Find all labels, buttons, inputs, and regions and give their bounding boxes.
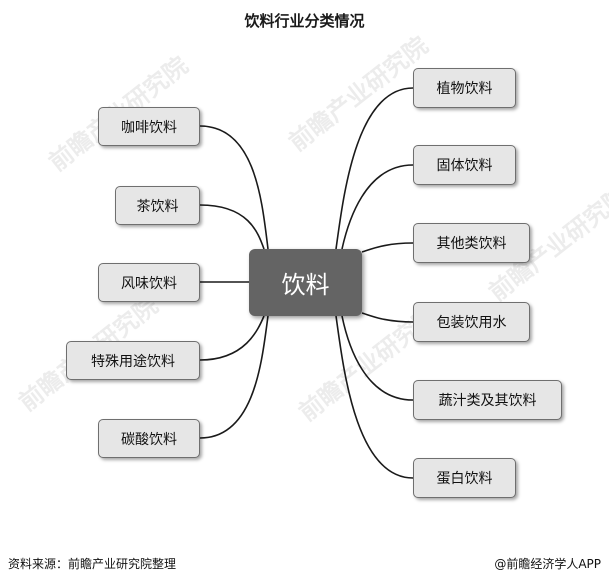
connector-包装饮用水 <box>361 312 414 323</box>
connector-碳酸饮料 <box>199 315 269 439</box>
source-note: 资料来源：前瞻产业研究院整理 <box>8 557 177 571</box>
connector-植物饮料 <box>335 87 414 250</box>
node-protein: 蛋白饮料 <box>413 458 516 498</box>
connector-特殊用途饮料 <box>199 315 265 361</box>
credit-note: @前瞻经济学人APP <box>494 557 601 571</box>
node-flavored: 风味饮料 <box>98 263 200 302</box>
node-special-purpose: 特殊用途饮料 <box>66 341 200 380</box>
center-node: 饮料 <box>249 249 362 316</box>
connector-其他类饮料 <box>361 242 414 253</box>
node-solid: 固体饮料 <box>413 145 516 185</box>
node-tea: 茶饮料 <box>115 186 200 225</box>
node-other: 其他类饮料 <box>413 223 530 263</box>
node-packaged-water: 包装饮用水 <box>413 302 530 342</box>
node-vegetable-juice: 蔬汁类及其饮料 <box>413 380 562 420</box>
node-plant: 植物饮料 <box>413 68 516 108</box>
node-carbonated: 碳酸饮料 <box>98 419 200 458</box>
connector-蔬汁类及其饮料 <box>341 315 414 401</box>
connector-蛋白饮料 <box>335 315 414 479</box>
diagram-title: 饮料行业分类情况 <box>244 12 365 30</box>
connector-固体饮料 <box>341 164 414 250</box>
node-coffee: 咖啡饮料 <box>98 107 200 146</box>
connector-咖啡饮料 <box>199 125 269 250</box>
connector-茶饮料 <box>199 204 265 250</box>
